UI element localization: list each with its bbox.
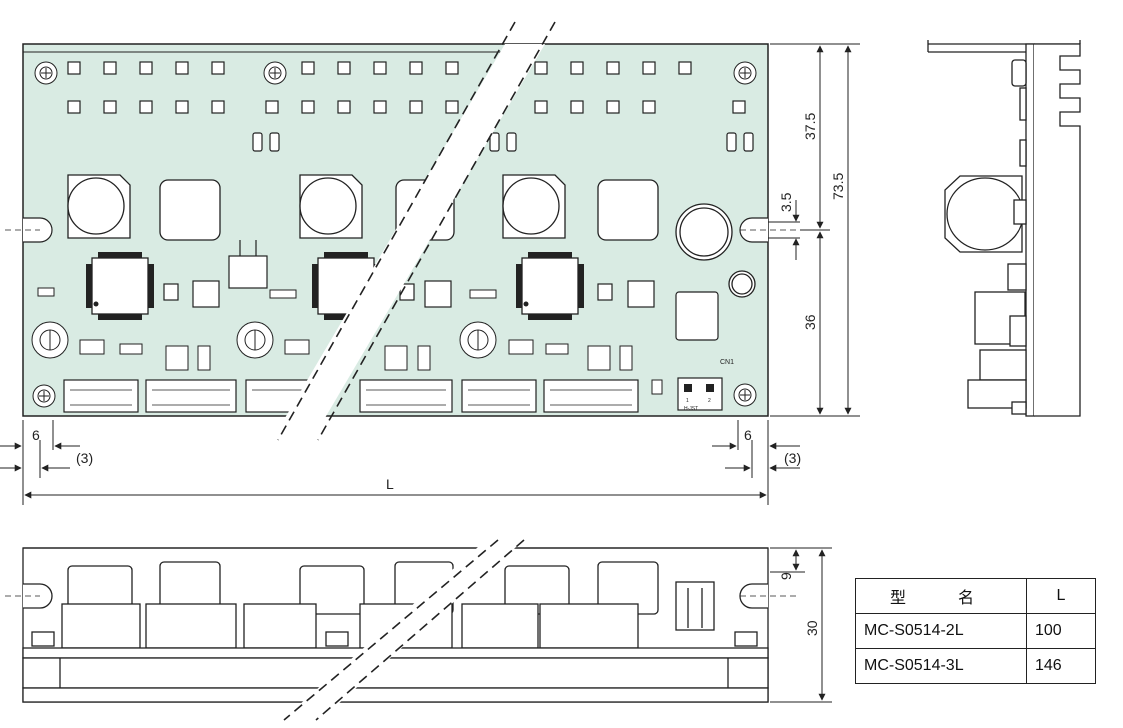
- dim-3-5: 3.5: [778, 192, 794, 212]
- resistor-pairs: [252, 132, 754, 152]
- capacitor-icon: [67, 174, 131, 239]
- dimension-lines-front: [770, 547, 832, 703]
- dim-left-6: 6: [32, 427, 40, 443]
- dimension-labels-top: 37.5 73.5 3.5 36 6 (3) 6 (3) L: [32, 113, 846, 492]
- ic-chip: [86, 252, 154, 320]
- table-row: MC-S0514-3L 146: [855, 648, 1096, 684]
- pin-1-label: 1: [686, 398, 689, 404]
- ic-chip: [516, 252, 584, 320]
- dim-36: 36: [802, 314, 818, 330]
- capacitor-icon: [502, 174, 566, 239]
- header-model: 型 名: [855, 578, 1027, 614]
- table-header-row: 型 名 L: [855, 578, 1096, 614]
- dip-switches: [37, 287, 569, 355]
- dim-right-6: 6: [744, 427, 752, 443]
- dim-30: 30: [804, 620, 820, 636]
- screw-icon: [733, 383, 757, 407]
- screw-icon: [733, 61, 757, 85]
- header-length: L: [1026, 578, 1096, 614]
- board-top-view: CN1 1 2 H-JST: [5, 21, 800, 441]
- rotary-switch-icon: [459, 321, 497, 359]
- model-cell: MC-S0514-2L: [855, 613, 1027, 649]
- rotary-switch-icon: [31, 321, 69, 359]
- rotary-switch-icon: [236, 321, 274, 359]
- dimension-lines-top: [0, 43, 860, 505]
- dim-73-5: 73.5: [830, 173, 846, 200]
- dim-right-3: (3): [784, 450, 801, 466]
- side-view: [927, 40, 1081, 417]
- cn1-connector: CN1 1 2 H-JST: [651, 359, 734, 412]
- capacitor-icon: [299, 174, 363, 239]
- screw-icon: [32, 384, 56, 408]
- screw-icon: [34, 61, 58, 85]
- screw-icon: [263, 61, 287, 85]
- table-row: MC-S0514-2L 100: [855, 613, 1096, 649]
- buzzer-icon: [675, 203, 756, 298]
- cn1-label: CN1: [720, 359, 734, 366]
- pad-row-top: [67, 61, 692, 75]
- jst-label: H-JST: [684, 406, 698, 412]
- dim-left-3: (3): [76, 450, 93, 466]
- small-chips: [163, 280, 719, 341]
- jumper-connector: [228, 240, 268, 289]
- length-cell: 146: [1026, 648, 1096, 684]
- dim-9: 9: [778, 572, 794, 580]
- transistors: [165, 345, 633, 371]
- model-spec-table: 型 名 L MC-S0514-2L 100 MC-S0514-3L 146: [855, 578, 1096, 684]
- dim-length-l: L: [386, 476, 394, 492]
- dim-37-5: 37.5: [802, 113, 818, 140]
- model-cell: MC-S0514-3L: [855, 648, 1027, 684]
- length-cell: 100: [1026, 613, 1096, 649]
- pad-row-second: [67, 100, 746, 114]
- pin-2-label: 2: [708, 398, 711, 404]
